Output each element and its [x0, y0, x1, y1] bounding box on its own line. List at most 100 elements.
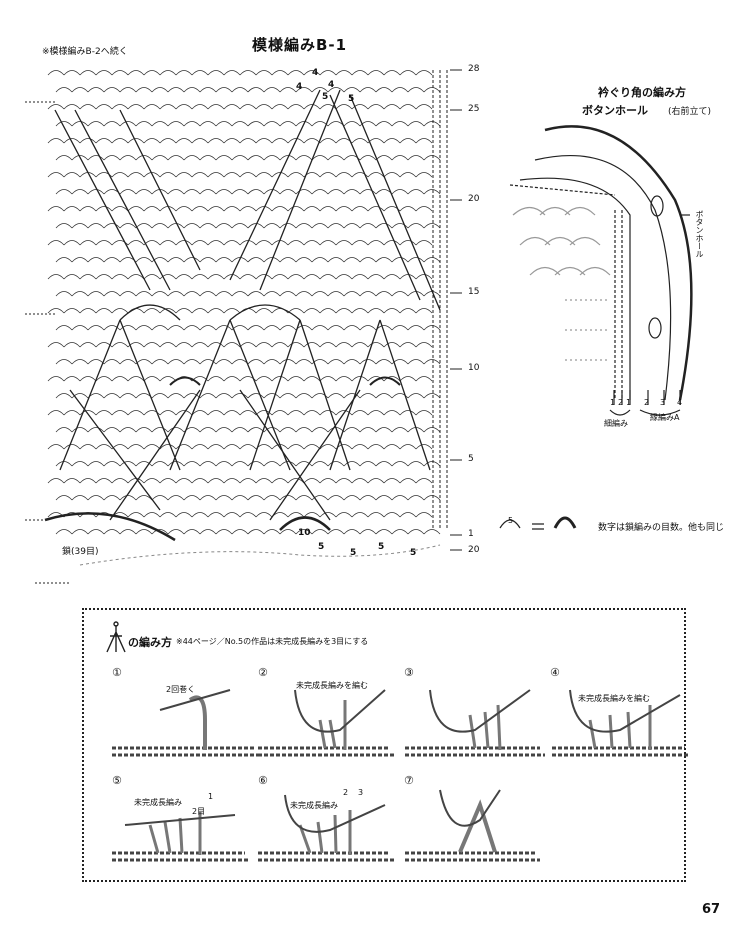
chain-arc — [263, 495, 281, 501]
chain-arc — [367, 478, 385, 484]
chain-arc — [103, 359, 121, 365]
chain-arc — [215, 291, 233, 297]
chain-arc — [167, 155, 185, 161]
row-marker-15: 15 — [468, 287, 480, 297]
chain-arc — [263, 393, 281, 399]
chain-arc — [279, 121, 297, 127]
chain-arc — [319, 444, 337, 450]
chain-arc — [359, 291, 377, 297]
step-number: ⑤ — [112, 774, 122, 787]
step-extra: 1 — [208, 792, 214, 801]
chain-arc — [415, 274, 433, 280]
chain-arc — [223, 206, 241, 212]
chain-arc — [199, 495, 217, 501]
chain-arc — [255, 70, 273, 76]
chain-arc — [351, 104, 369, 110]
chain-arc — [367, 172, 385, 178]
chain-arc — [247, 87, 265, 93]
chain-arc — [383, 410, 401, 416]
chain-arc — [95, 206, 113, 212]
chain-arc — [215, 121, 233, 127]
chain-arc — [95, 308, 113, 314]
chain-arc — [47, 478, 65, 484]
chain-arc — [143, 104, 161, 110]
chain-arc — [239, 206, 257, 212]
chain-arc — [151, 359, 169, 365]
chain-arc — [119, 189, 137, 195]
chain-arc — [71, 495, 89, 501]
chain-arc — [47, 308, 65, 314]
chain-arc — [295, 427, 313, 433]
chain-arc — [215, 325, 233, 331]
chain-arc — [71, 121, 89, 127]
chain-arc — [391, 257, 409, 263]
chain-arc — [167, 189, 185, 195]
chain-arc — [247, 155, 265, 161]
chain-arc — [95, 376, 113, 382]
chain-arc — [423, 121, 441, 127]
chain-arc — [303, 342, 321, 348]
chain-arc — [207, 70, 225, 76]
chain-arc — [55, 461, 73, 467]
chain-arc — [143, 512, 161, 518]
chain-arc — [55, 257, 73, 263]
howto-title: の編み方 — [128, 636, 172, 649]
chain-arc — [135, 257, 153, 263]
chain-arc — [295, 189, 313, 195]
chain-arc — [151, 87, 169, 93]
chain-arc — [287, 172, 305, 178]
chain-arc — [71, 427, 89, 433]
chain-arc — [383, 274, 401, 280]
chain-arc — [175, 444, 193, 450]
chain-arc — [79, 70, 97, 76]
chain-arc — [255, 172, 273, 178]
chain-arc — [223, 512, 241, 518]
chain-arc — [263, 461, 281, 467]
chain-arc — [327, 461, 345, 467]
chain-arc — [79, 104, 97, 110]
count-label: 5 — [350, 548, 357, 558]
chain-arc — [367, 444, 385, 450]
chain-arc — [239, 274, 257, 280]
chain-arc — [407, 495, 425, 501]
chain-arc — [135, 495, 153, 501]
chain-arc — [231, 461, 249, 467]
chain-arc — [399, 478, 417, 484]
chain-arc — [375, 393, 393, 399]
chain-arc — [95, 172, 113, 178]
chain-arc — [143, 376, 161, 382]
chain-arc — [423, 223, 441, 229]
step-number: ① — [112, 666, 122, 679]
chain-arc — [231, 155, 249, 161]
chain-arc — [199, 155, 217, 161]
chain-arc — [415, 512, 433, 518]
row-marker-5: 5 — [468, 454, 474, 464]
chain-arc — [295, 393, 313, 399]
chain-arc — [127, 104, 145, 110]
chain-arc — [343, 529, 361, 535]
chain-arc — [247, 257, 265, 263]
chain-arc — [351, 274, 369, 280]
chain-arc — [135, 291, 153, 297]
chain-arc — [167, 495, 185, 501]
chain-arc — [319, 70, 337, 76]
chain-arc — [191, 104, 209, 110]
chain-arc — [79, 274, 97, 280]
chain-arc — [359, 359, 377, 365]
chain-arc — [207, 240, 225, 246]
corner-chart-subtitle: ボタンホール — [582, 104, 648, 117]
chain-arc — [391, 529, 409, 535]
chain-arc — [375, 291, 393, 297]
chain-arc — [63, 308, 81, 314]
chain-arc — [383, 478, 401, 484]
chain-arc — [327, 359, 345, 365]
chain-arc — [103, 155, 121, 161]
chain-arc — [183, 461, 201, 467]
chain-arc — [399, 138, 417, 144]
chain-arc — [359, 325, 377, 331]
chain-arc — [311, 325, 329, 331]
chain-arc — [111, 342, 129, 348]
chain-arc — [343, 189, 361, 195]
chain-arc — [71, 461, 89, 467]
chain-arc — [391, 155, 409, 161]
